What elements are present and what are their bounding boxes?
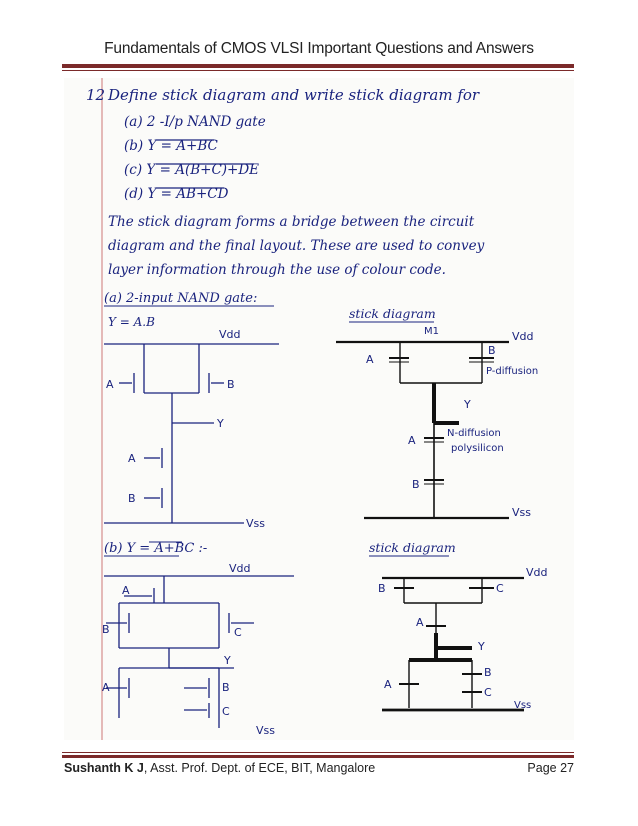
- header-rule: [62, 64, 574, 68]
- page-number: Page 27: [527, 761, 574, 775]
- notes-svg: 12 Define stick diagram and write stick …: [86, 78, 548, 740]
- b-label-stick-a: B: [488, 344, 496, 357]
- p-diffusion-label: P-diffusion: [486, 366, 538, 377]
- stick-diagram-b: [382, 576, 524, 712]
- question-text: Define stick diagram and write stick dia…: [107, 86, 480, 104]
- question-number: 12: [86, 86, 105, 104]
- b-label-b2: B: [222, 681, 230, 694]
- b-label-stick-b: B: [378, 582, 386, 595]
- section-a-equation: Y = A.B: [108, 315, 155, 329]
- vdd-label-stick-a: Vdd: [512, 330, 534, 343]
- handwritten-notes-scan: 12 Define stick diagram and write stick …: [64, 78, 574, 740]
- stick-diagram-a: [336, 340, 509, 520]
- m1-label: M1: [424, 326, 439, 337]
- y-label-stick-a: Y: [463, 398, 471, 411]
- footer-rule: [62, 755, 574, 758]
- a-label-a2: A: [128, 452, 136, 465]
- a-label-stick-a: A: [366, 353, 374, 366]
- vdd-label-b: Vdd: [229, 562, 251, 575]
- a-label-stick-a2: A: [408, 434, 416, 447]
- c-label-stick-b2: C: [484, 686, 492, 699]
- stick-title-a: stick diagram: [349, 306, 436, 321]
- part-d: (d) Y = AB+CD: [124, 186, 229, 202]
- b-label-stick-b2: B: [484, 666, 492, 679]
- n-diffusion-label: N-diffusion: [447, 428, 501, 439]
- y-label-stick-b: Y: [477, 640, 485, 653]
- b-label-a2: B: [128, 492, 136, 505]
- footer-rule-thin: [62, 752, 574, 753]
- part-c: (c) Y = A(B+C)+DE: [124, 162, 259, 178]
- vss-label-a: Vss: [246, 517, 265, 530]
- part-b: (b) Y = A+BC: [124, 138, 219, 154]
- definition-line-1: The stick diagram forms a bridge between…: [108, 214, 475, 230]
- y-label-b: Y: [223, 654, 231, 667]
- b-label-stick-a2: B: [412, 478, 420, 491]
- a-label-b2: A: [102, 681, 110, 694]
- stick-title-b: stick diagram: [369, 540, 456, 555]
- circuit-b: [104, 575, 294, 728]
- header-rule-thin: [62, 70, 574, 71]
- vss-label-stick-a: Vss: [512, 506, 531, 519]
- author-name: Sushanth K J: [64, 761, 144, 775]
- nand-circuit-a: [104, 343, 279, 524]
- author-affiliation: , Asst. Prof. Dept. of ECE, BIT, Mangalo…: [143, 761, 376, 775]
- vdd-label-a: Vdd: [219, 328, 241, 341]
- a-label-a: A: [106, 378, 114, 391]
- page-header: Fundamentals of CMOS VLSI Important Ques…: [104, 40, 534, 57]
- section-b-title: (b) Y = A+BC :-: [104, 541, 207, 556]
- section-a-title: (a) 2-input NAND gate:: [104, 291, 257, 306]
- a-label-stick-b2: A: [384, 678, 392, 691]
- definition-line-3: layer information through the use of col…: [108, 262, 446, 278]
- c-label-b2: C: [222, 705, 230, 718]
- vss-label-b: Vss: [256, 724, 275, 737]
- vdd-label-stick-b: Vdd: [526, 566, 548, 579]
- vss-label-stick-b: Vss: [514, 700, 531, 711]
- c-label-b: C: [234, 626, 242, 639]
- a-label-b: A: [122, 584, 130, 597]
- definition-line-2: diagram and the final layout. These are …: [108, 238, 485, 254]
- part-a: (a) 2 -I/p NAND gate: [124, 114, 266, 130]
- b-label-a: B: [227, 378, 235, 391]
- b-label-b: B: [102, 623, 110, 636]
- a-label-stick-b: A: [416, 616, 424, 629]
- footer-author: Sushanth K J, Asst. Prof. Dept. of ECE, …: [64, 761, 375, 775]
- c-label-stick-b: C: [496, 582, 504, 595]
- polysilicon-label: polysilicon: [451, 443, 504, 454]
- y-label-a: Y: [216, 417, 224, 430]
